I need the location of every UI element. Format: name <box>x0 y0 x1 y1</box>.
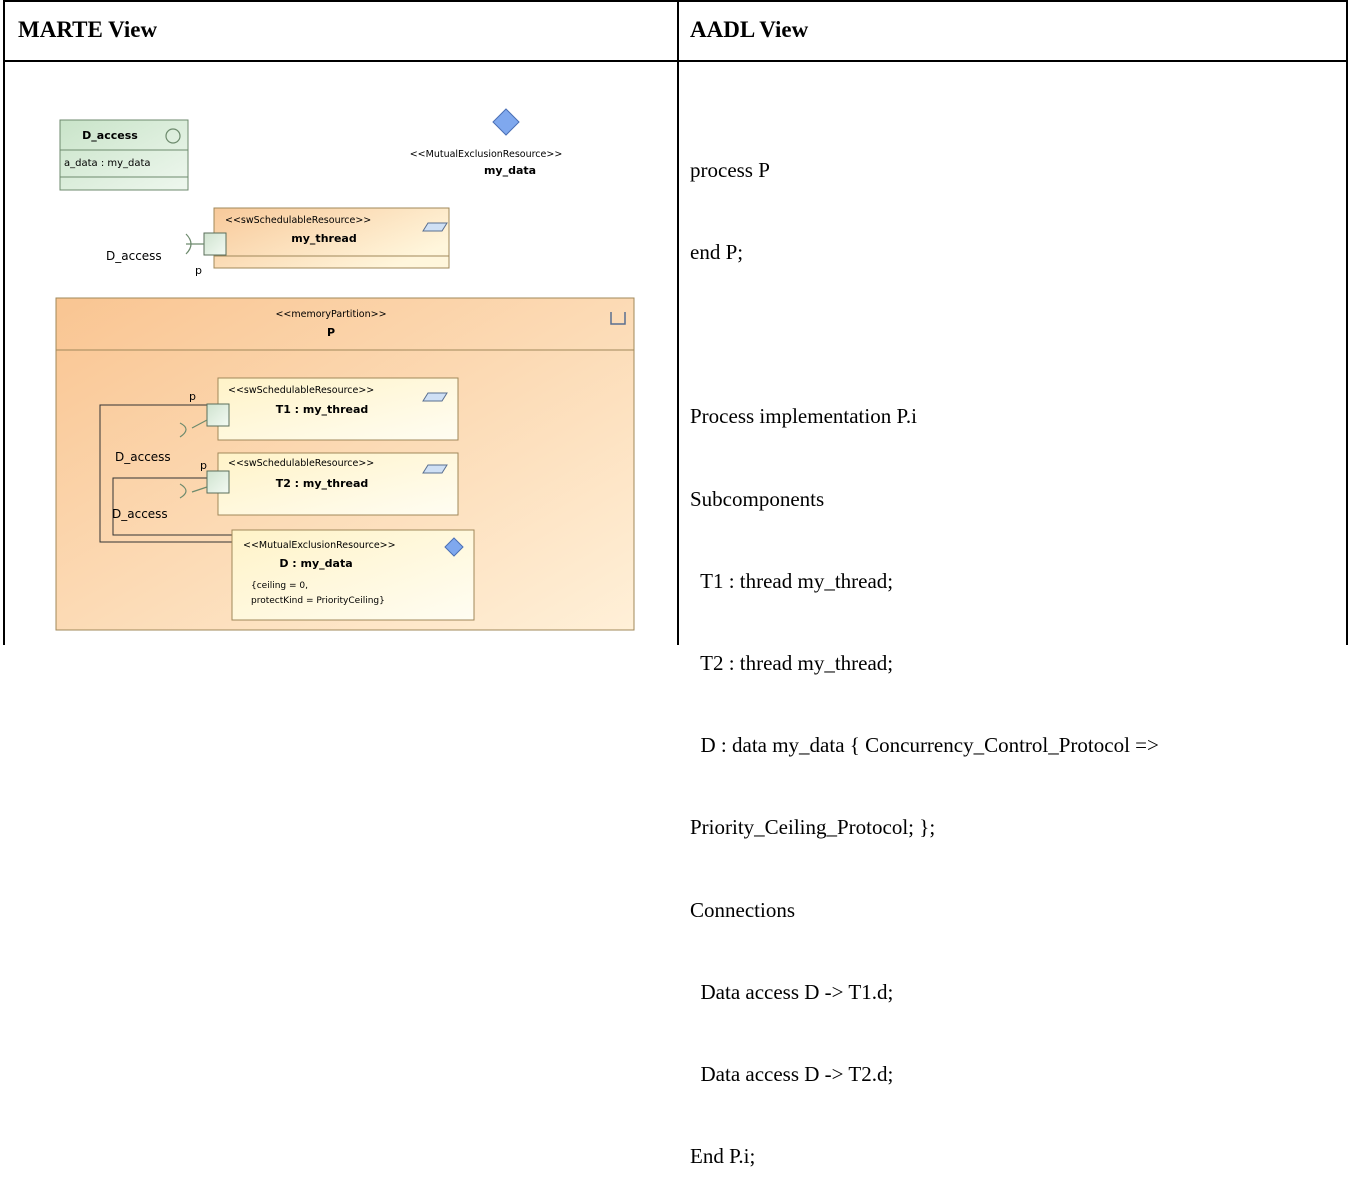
port-square <box>206 470 230 494</box>
port-square <box>206 403 230 427</box>
d-part-constraint: {ceiling = 0, <box>251 581 308 591</box>
port-square <box>203 232 227 256</box>
diamond-icon <box>444 537 464 557</box>
schedulable-resource-icon <box>422 392 448 402</box>
thread-my-thread[interactable]: <<swSchedulableResource>> my_thread D_ac… <box>106 207 450 277</box>
t2-name: T2 : my_thread <box>276 477 369 490</box>
aadl-line: Priority_Ceiling_Protocol; }; <box>690 815 936 840</box>
mutex-resource-d[interactable]: <<MutualExclusionResource>> D : my_data … <box>231 529 475 621</box>
required-interface-socket <box>179 483 208 499</box>
mutex-top-name: my_data <box>484 164 536 177</box>
table-border-right <box>1346 0 1348 645</box>
partition-name: P <box>327 326 335 339</box>
d-access-class[interactable]: D_access a_data : my_data <box>59 119 189 191</box>
mutex-resource-my-data[interactable]: <<MutualExclusionResource>> my_data <box>410 108 563 177</box>
t1-port-label: p <box>189 390 196 403</box>
aadl-line: Data access D -> T1.d; <box>690 979 894 1004</box>
table-border-top <box>3 0 1348 2</box>
t2-port-label: p <box>200 459 207 472</box>
aadl-line: T1 : thread my_thread; <box>690 568 894 593</box>
aadl-line: Data access D -> T2.d; <box>690 1062 894 1087</box>
aadl-code: process P end P; Process implementation … <box>690 102 1159 1198</box>
marte-view-header: MARTE View <box>18 17 158 42</box>
interface-icon <box>165 128 181 144</box>
mutex-top-stereotype: <<MutualExclusionResource>> <box>410 149 563 160</box>
thread-top-name: my_thread <box>291 232 356 245</box>
aadl-view-header: AADL View <box>690 17 809 42</box>
aadl-line: T2 : thread my_thread; <box>690 651 894 676</box>
d-access-attribute: a_data : my_data <box>64 158 151 169</box>
t1-name: T1 : my_thread <box>276 403 369 416</box>
d-part-name: D : my_data <box>279 557 352 570</box>
aadl-line: End P.i; <box>690 1144 756 1169</box>
connector-t1 <box>99 404 232 543</box>
thread-top-port-label: p <box>195 264 202 277</box>
d-part-constraint: protectKind = PriorityCeiling} <box>251 596 385 606</box>
comparison-table <box>3 0 1348 645</box>
thread-t1[interactable]: <<swSchedulableResource>> T1 : my_thread… <box>179 377 459 441</box>
aadl-line: Subcomponents <box>690 486 825 511</box>
aadl-line <box>690 321 1159 348</box>
d-access-label: D_access <box>115 450 171 464</box>
aadl-line: Process implementation P.i <box>690 404 917 429</box>
d-access-label: D_access <box>112 507 168 521</box>
d-part-stereotype: <<MutualExclusionResource>> <box>243 540 396 551</box>
thread-t2[interactable]: <<swSchedulableResource>> T2 : my_thread… <box>179 452 459 516</box>
thread-top-interface-label: D_access <box>106 249 162 263</box>
package-icon <box>610 312 626 325</box>
aadl-line: Connections <box>690 897 795 922</box>
required-interface-socket <box>185 233 204 255</box>
access-connectors <box>99 404 232 543</box>
aadl-line: end P; <box>690 240 744 265</box>
table-border-middle <box>677 0 679 645</box>
thread-top-stereotype: <<swSchedulableResource>> <box>225 215 371 226</box>
diamond-icon <box>492 108 520 136</box>
d-access-class-name: D_access <box>82 129 138 142</box>
aadl-line: process P <box>690 157 770 182</box>
aadl-line: D : data my_data { Concurrency_Control_P… <box>690 733 1159 758</box>
required-interface-socket <box>179 419 208 438</box>
t2-stereotype: <<swSchedulableResource>> <box>228 458 374 469</box>
connector-t2 <box>112 477 232 536</box>
table-border-header <box>3 60 1348 62</box>
schedulable-resource-icon <box>422 464 448 474</box>
table-border-left <box>3 0 5 645</box>
marte-diagram: D_access a_data : my_data <<MutualExclus… <box>55 108 635 631</box>
t1-stereotype: <<swSchedulableResource>> <box>228 385 374 396</box>
partition-stereotype: <<memoryPartition>> <box>275 309 386 320</box>
schedulable-resource-icon <box>422 222 448 232</box>
